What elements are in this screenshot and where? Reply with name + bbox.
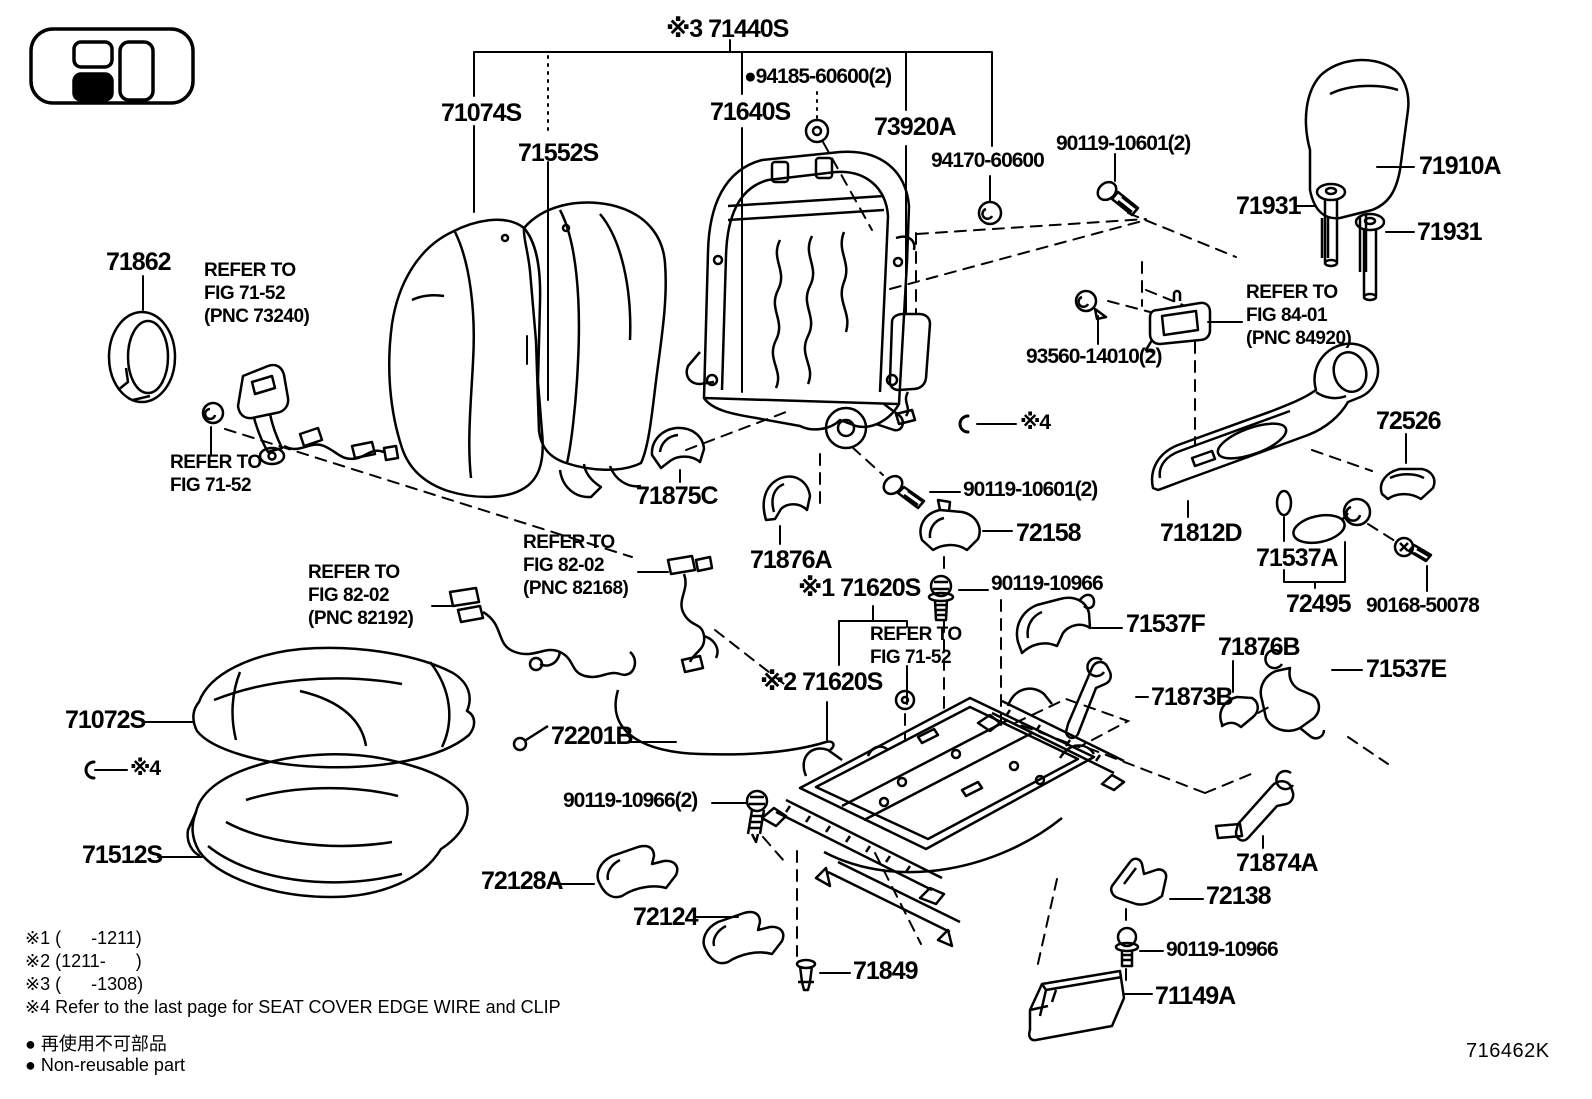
callout-71620s-2[interactable]: ※2 71620S	[760, 668, 883, 696]
bottom-small-parts	[596, 789, 1140, 1042]
callout-71931-a[interactable]: 71931	[1236, 192, 1302, 220]
callout-71074s[interactable]: 71074S	[441, 99, 522, 127]
footnote-1: ※1 ( -1211)	[25, 928, 142, 948]
footnote-3: ※3 ( -1308)	[25, 974, 144, 994]
small-fasteners-top	[804, 118, 1140, 321]
callout-94185-60600[interactable]: ●94185-60600(2)	[744, 65, 892, 88]
callout-71874a[interactable]: 71874A	[1236, 849, 1319, 877]
callout-90119-10966-a[interactable]: 90119-10966	[991, 572, 1104, 595]
track-brackets-drawings	[1015, 593, 1326, 906]
car-top-view-seat-position-icon	[29, 27, 195, 105]
edge-wire-hook-icons	[84, 414, 970, 780]
refer-fig-71-52-left: REFER TO FIG 71-52	[170, 452, 262, 496]
callout-71849[interactable]: 71849	[853, 957, 919, 985]
footnote-2: ※2 (1211- )	[25, 951, 142, 971]
callout-93560-14010[interactable]: 93560-14010(2)	[1026, 345, 1162, 368]
note-ref-4-right: ※4	[1020, 411, 1051, 434]
seat-back-cover-drawing	[388, 201, 667, 499]
callout-72138[interactable]: 72138	[1206, 882, 1272, 910]
callout-90119-10601-a[interactable]: 90119-10601(2)	[1056, 132, 1191, 155]
seat-cushion-drawing	[192, 646, 476, 769]
headrest-support-drawings	[1315, 182, 1386, 302]
wire-harness-drawings	[448, 554, 916, 756]
callout-71537e[interactable]: 71537E	[1366, 655, 1447, 683]
callout-71876a[interactable]: 71876A	[750, 546, 833, 574]
callout-71910a[interactable]: 71910A	[1419, 152, 1502, 180]
callout-71812d[interactable]: 71812D	[1160, 519, 1243, 547]
callout-72201b[interactable]: 72201B	[551, 722, 634, 750]
callout-94170-60600[interactable]: 94170-60600	[931, 149, 1045, 172]
seat-shield-71812d-drawing	[1150, 342, 1380, 492]
cushion-pad-drawing	[186, 753, 469, 899]
hinge-covers-drawings	[650, 426, 1259, 729]
refer-fig-84-01-pnc-84920: REFER TO FIG 84-01 (PNC 84920)	[1246, 282, 1352, 349]
callout-71875c[interactable]: 71875C	[636, 482, 719, 510]
callout-72158[interactable]: 72158	[1016, 519, 1082, 547]
non-reusable-note-jp: ● 再使用不可部品	[25, 1034, 167, 1054]
callout-71149a[interactable]: 71149A	[1155, 982, 1236, 1010]
callout-71876b[interactable]: 71876B	[1218, 633, 1301, 661]
seat-track-drawing	[760, 687, 1126, 948]
callout-72124[interactable]: 72124	[633, 903, 699, 931]
cover-72526-drawing	[1379, 467, 1436, 501]
recline-lever-drawing	[1275, 489, 1372, 545]
callout-71537f[interactable]: 71537F	[1126, 610, 1206, 638]
non-reusable-note-en: ● Non-reusable part	[25, 1055, 185, 1075]
callout-71512s[interactable]: 71512S	[82, 841, 163, 869]
callout-71640s[interactable]: 71640S	[710, 98, 791, 126]
leader-lines	[94, 39, 1428, 995]
callout-72128a[interactable]: 72128A	[481, 867, 564, 895]
footnote-4: ※4 Refer to the last page for SEAT COVER…	[25, 997, 561, 1017]
callout-72526[interactable]: 72526	[1376, 407, 1442, 435]
callout-71931-b[interactable]: 71931	[1417, 218, 1483, 246]
note-ref-4-left: ※4	[130, 757, 161, 780]
callout-71072s[interactable]: 71072S	[65, 706, 146, 734]
callout-71620s-1[interactable]: ※1 71620S	[798, 574, 921, 602]
callout-71862[interactable]: 71862	[106, 248, 172, 276]
callout-72495[interactable]: 72495	[1286, 590, 1352, 618]
refer-fig-71-52-center: REFER TO FIG 71-52	[870, 624, 962, 668]
side-airbag-drawing	[888, 312, 932, 426]
figure-code: 716462K	[1466, 1040, 1550, 1062]
callout-71537a[interactable]: 71537A	[1256, 544, 1339, 572]
callout-73920a[interactable]: 73920A	[874, 113, 957, 141]
dashed-assembly-lines	[224, 141, 1396, 987]
refer-fig-82-02-pnc-82168: REFER TO FIG 82-02 (PNC 82168)	[523, 532, 629, 599]
callout-90119-10966-b[interactable]: 90119-10966	[1166, 938, 1279, 961]
bolts-middle	[882, 474, 955, 622]
power-seat-switch-drawing	[1144, 289, 1212, 354]
seat-back-frame-drawing	[685, 150, 916, 450]
callout-90119-10601-b[interactable]: 90119-10601(2)	[963, 478, 1098, 501]
screw-90168-drawing	[1393, 536, 1433, 563]
callout-71552s[interactable]: 71552S	[518, 139, 599, 167]
headrest-pad-71862-drawing	[107, 310, 177, 404]
refer-fig-71-52-pnc-73240: REFER TO FIG 71-52 (PNC 73240)	[204, 260, 310, 327]
callout-90119-10966-2[interactable]: 90119-10966(2)	[563, 789, 698, 812]
refer-fig-82-02-pnc-82192: REFER TO FIG 82-02 (PNC 82192)	[308, 562, 414, 629]
callout-71873b[interactable]: 71873B	[1151, 683, 1234, 711]
callout-90168-50078[interactable]: 90168-50078	[1366, 594, 1480, 617]
callout-71440s[interactable]: ※3 71440S	[666, 15, 789, 43]
seat-belt-buckle-drawing	[201, 363, 400, 466]
